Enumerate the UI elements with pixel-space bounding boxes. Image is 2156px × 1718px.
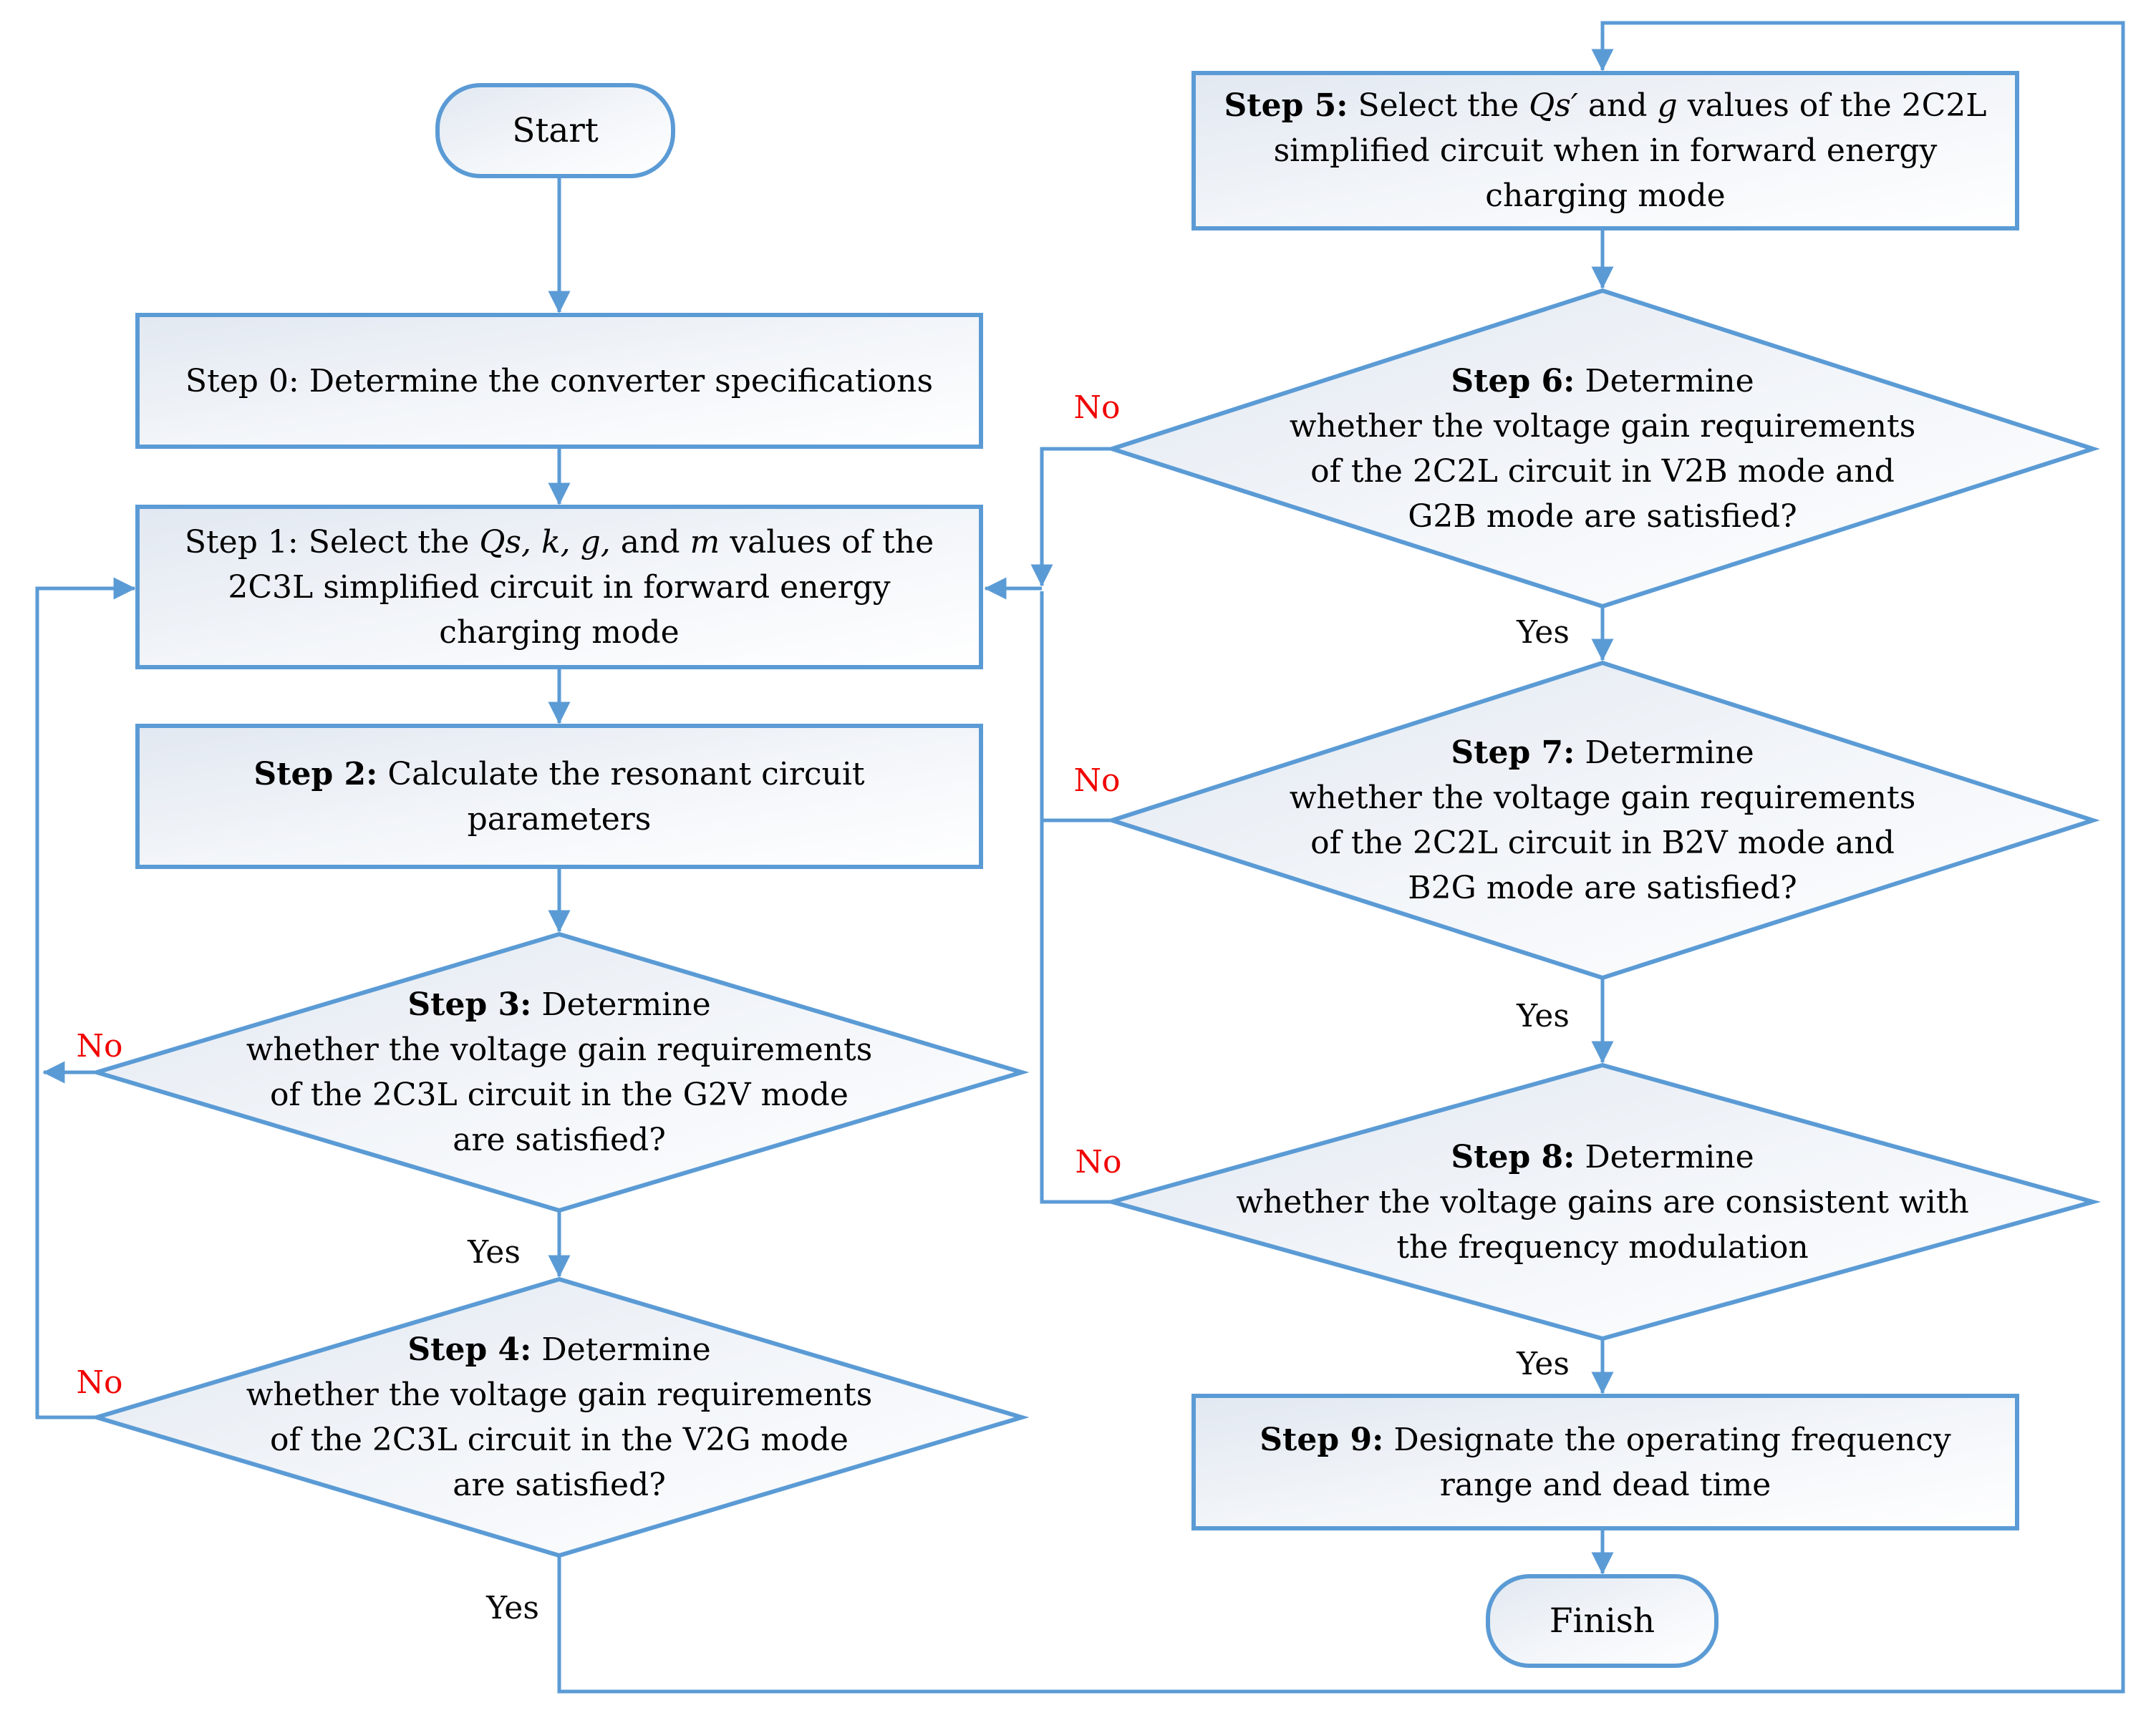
step0-line1: Step 0: Determine the converter specific… <box>185 362 934 399</box>
step7-decision-label: Step 7: Determine whether the voltage ga… <box>1191 663 2014 978</box>
step5-line2: simplified circuit when in forward energ… <box>1273 132 1938 169</box>
yes-label-step6-step7: Yes <box>1517 614 1570 651</box>
yes-label-step4-loop: Yes <box>486 1590 539 1626</box>
step6-decision-label: Step 6: Determine whether the voltage ga… <box>1191 291 2014 606</box>
step6-line3: of the 2C2L circuit in V2B mode and <box>1310 452 1895 490</box>
start-node-shape <box>435 83 675 178</box>
step5-node-shape <box>1191 71 2019 230</box>
step3-line2: whether the voltage gain requirements <box>246 1032 873 1068</box>
step9-node-label: Step 9: Designate the operating frequenc… <box>1208 1396 2003 1528</box>
step6-line2: whether the voltage gain requirements <box>1289 407 1916 445</box>
step7-decision-shape <box>1105 660 2100 981</box>
step3-line3: of the 2C3L circuit in the G2V mode <box>270 1077 849 1113</box>
step8-decision-shape <box>1103 1062 2102 1341</box>
step4-line4: are satisfied? <box>453 1467 666 1503</box>
step5-line1: Step 5: Select the Qs′ and g values of t… <box>1224 87 1987 124</box>
yes-label-step3-step4: Yes <box>468 1234 521 1271</box>
edge-step6-no-merge <box>1030 447 1112 587</box>
yes-label-step8-step9: Yes <box>1517 1346 1570 1382</box>
step1-line2: 2C3L simplified circuit in forward energ… <box>228 568 891 606</box>
step4-line3: of the 2C3L circuit in the V2G mode <box>270 1422 849 1458</box>
step1-line1: Step 1: Select the Qs, k, g, and m value… <box>184 523 934 560</box>
step5-line3: charging mode <box>1485 178 1726 214</box>
finish-node-label: Finish <box>1488 1576 1716 1666</box>
step1-node-label: Step 1: Select the Qs, k, g, and m value… <box>152 507 967 667</box>
step9-line1: Step 9: Designate the operating frequenc… <box>1260 1421 1951 1458</box>
start-text: Start <box>512 111 599 150</box>
step3-decision-label: Step 3: Determine whether the voltage ga… <box>165 934 953 1210</box>
step2-line2: parameters <box>467 800 652 838</box>
step4-decision-label: Step 4: Determine whether the voltage ga… <box>165 1279 953 1556</box>
step4-decision-shape <box>89 1276 1030 1558</box>
step3-line1: Step 3: Determine <box>407 986 711 1023</box>
step7-line1: Step 7: Determine <box>1451 734 1754 771</box>
step5-node-label: Step 5: Select the Qs′ and g values of t… <box>1208 73 2003 228</box>
step2-line1: Step 2: Calculate the resonant circuit <box>253 755 865 792</box>
edge-step8-no-merge <box>1040 591 1112 1204</box>
no-label-step7: No <box>1073 762 1121 799</box>
finish-node-shape <box>1486 1574 1718 1668</box>
no-label-step8: No <box>1075 1144 1122 1180</box>
step8-line3: the frequency modulation <box>1396 1228 1809 1266</box>
step4-line2: whether the voltage gain requirements <box>246 1377 873 1413</box>
no-label-step3: No <box>76 1028 123 1064</box>
start-node-label: Start <box>438 85 673 176</box>
no-label-step6: No <box>1073 389 1121 426</box>
step8-line2: whether the voltage gains are consistent… <box>1236 1183 1969 1220</box>
no-label-step4: No <box>76 1364 123 1401</box>
step7-line3: of the 2C2L circuit in B2V mode and <box>1310 825 1895 861</box>
step7-line2: whether the voltage gain requirements <box>1289 780 1916 816</box>
step8-line1: Step 8: Determine <box>1451 1138 1754 1175</box>
step2-node-shape <box>135 724 983 869</box>
step4-line1: Step 4: Determine <box>407 1331 711 1368</box>
step9-node-shape <box>1191 1394 2019 1530</box>
step0-node-label: Step 0: Determine the converter specific… <box>152 315 967 447</box>
step6-line1: Step 6: Determine <box>1451 362 1754 399</box>
step0-node-shape <box>135 313 983 449</box>
step6-decision-shape <box>1105 288 2100 609</box>
step1-line3: charging mode <box>439 613 680 651</box>
edge-step4-no-loop-step1 <box>35 577 136 1419</box>
step1-node-shape <box>135 505 983 669</box>
step3-line4: are satisfied? <box>453 1122 666 1158</box>
yes-label-step7-step8: Yes <box>1517 998 1570 1034</box>
step3-decision-shape <box>89 931 1030 1213</box>
step6-line4: G2B mode are satisfied? <box>1408 498 1797 535</box>
step9-line2: range and dead time <box>1439 1466 1771 1503</box>
step8-decision-label: Step 8: Determine whether the voltage ga… <box>1191 1065 2014 1339</box>
step2-node-label: Step 2: Calculate the resonant circuit p… <box>152 726 967 867</box>
edge-step4-yes-step5-route <box>557 21 2125 1694</box>
step7-line4: B2G mode are satisfied? <box>1408 870 1797 906</box>
finish-text: Finish <box>1549 1601 1655 1641</box>
